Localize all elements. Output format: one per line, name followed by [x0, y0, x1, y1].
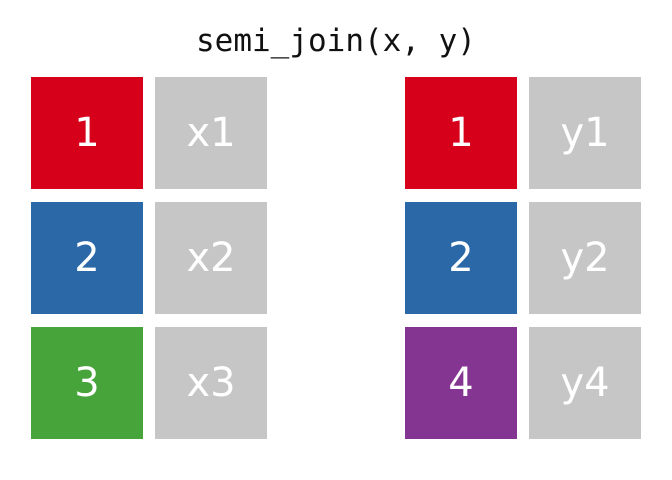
y-value-cell-2: y2 — [529, 202, 641, 314]
y-key-cell-3: 4 — [405, 327, 517, 439]
x-value-cell-2: x2 — [155, 202, 267, 314]
x-key-cell-2: 2 — [31, 202, 143, 314]
y-key-cell-2: 2 — [405, 202, 517, 314]
x-row-3: 3 x3 — [31, 327, 267, 439]
y-row-1: 1 y1 — [405, 77, 641, 189]
y-row-2: 2 y2 — [405, 202, 641, 314]
x-key-cell-1: 1 — [31, 77, 143, 189]
x-row-2: 2 x2 — [31, 202, 267, 314]
y-key-cell-1: 1 — [405, 77, 517, 189]
diagram-title: semi_join(x, y) — [196, 23, 476, 59]
x-value-cell-1: x1 — [155, 77, 267, 189]
x-key-cell-3: 3 — [31, 327, 143, 439]
x-value-cell-3: x3 — [155, 327, 267, 439]
y-row-3: 4 y4 — [405, 327, 641, 439]
y-table: 1 y1 2 y2 4 y4 — [405, 77, 641, 452]
x-table: 1 x1 2 x2 3 x3 — [31, 77, 267, 452]
x-row-1: 1 x1 — [31, 77, 267, 189]
y-value-cell-1: y1 — [529, 77, 641, 189]
y-value-cell-3: y4 — [529, 327, 641, 439]
